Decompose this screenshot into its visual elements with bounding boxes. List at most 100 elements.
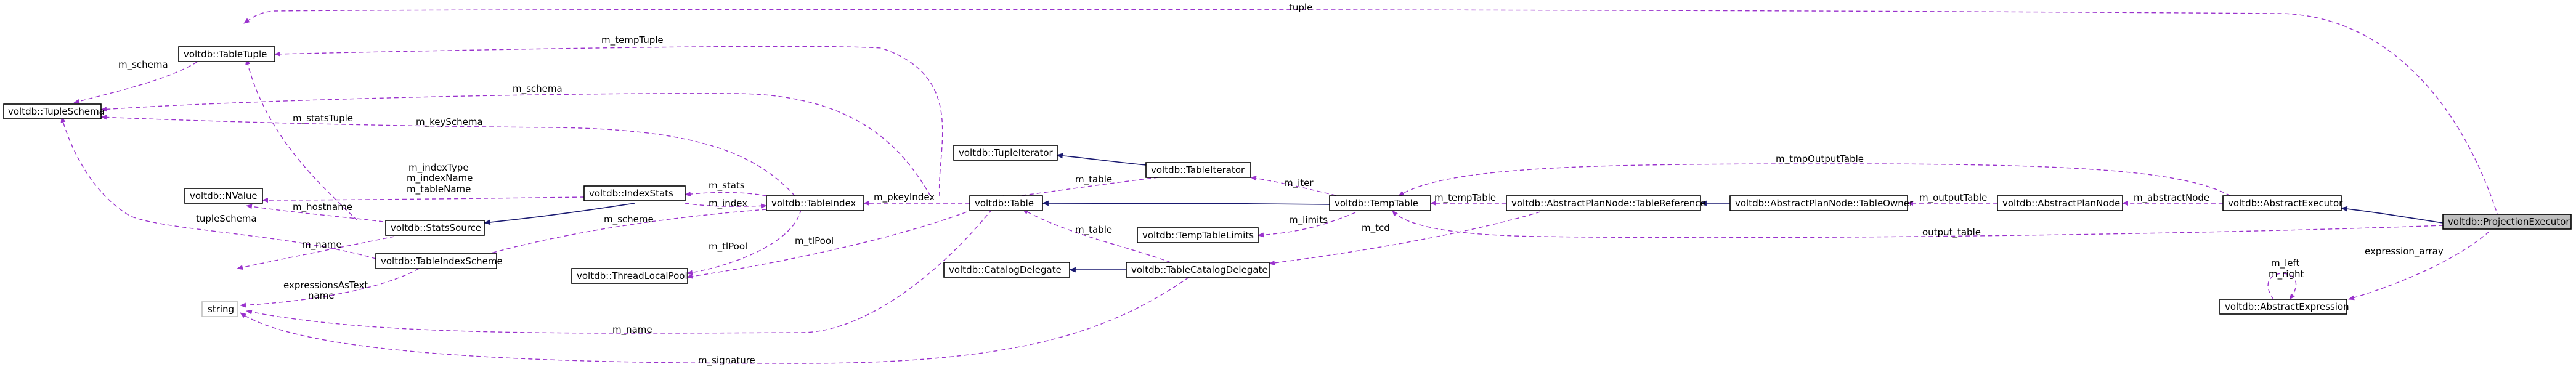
edge-label-m-left: m_left bbox=[2271, 257, 2300, 269]
edge-label-m-tablename: m_tableName bbox=[407, 184, 471, 195]
node-table-iterator[interactable]: voltdb::TableIterator bbox=[1145, 162, 1251, 178]
node-abstract-executor[interactable]: voltdb::AbstractExecutor bbox=[2222, 195, 2343, 211]
node-label-tuple-schema: voltdb::TupleSchema bbox=[8, 106, 105, 117]
edges: tuple m_schema m_tempTuple m_schema m_st… bbox=[60, 2, 2499, 366]
edge-label-m-abstractnode: m_abstractNode bbox=[2134, 192, 2209, 204]
edge-label-m-tlpool-1: m_tlPool bbox=[709, 241, 747, 253]
edge-label-expressionsastext: expressionsAsText bbox=[283, 280, 368, 291]
edge-output-table bbox=[1392, 210, 2444, 238]
edge-m-index bbox=[685, 203, 767, 209]
edge-inherit-projection-abstractexecutor bbox=[2340, 206, 2444, 224]
edge-label-m-tmpoutputtable: m_tmpOutputTable bbox=[1776, 153, 1864, 165]
edge-label-m-signature: m_signature bbox=[698, 355, 755, 366]
node-label-table-owner: voltdb::AbstractPlanNode::TableOwner bbox=[1735, 198, 1914, 209]
node-abstract-expression[interactable]: voltdb::AbstractExpression bbox=[2219, 299, 2349, 315]
node-label-table-iterator: voltdb::TableIterator bbox=[1151, 164, 1245, 176]
node-string[interactable]: string bbox=[201, 301, 238, 317]
edge-label-m-stats: m_stats bbox=[709, 180, 745, 192]
edge-m-scheme bbox=[471, 209, 767, 260]
edge-label-m-temptuple: m_tempTuple bbox=[601, 34, 664, 46]
node-table-owner[interactable]: voltdb::AbstractPlanNode::TableOwner bbox=[1729, 195, 1914, 211]
edge-m-name-table bbox=[246, 209, 993, 334]
node-projection-executor[interactable]: voltdb::ProjectionExecutor bbox=[2442, 214, 2572, 230]
nodes: voltdb::TableTuple voltdb::TupleSchema v… bbox=[3, 46, 2572, 317]
edge-m-schema-tabletuple bbox=[73, 57, 204, 104]
node-table[interactable]: voltdb::Table bbox=[969, 195, 1043, 211]
node-index-stats[interactable]: voltdb::IndexStats bbox=[583, 185, 686, 201]
edge-label-m-limits: m_limits bbox=[1289, 214, 1328, 226]
edge-m-name-statssource bbox=[237, 236, 395, 270]
node-table-tuple[interactable]: voltdb::TableTuple bbox=[178, 46, 275, 62]
edge-label-m-indextype: m_indexType bbox=[408, 162, 469, 174]
edge-m-statstuple bbox=[245, 59, 358, 221]
edge-tupleschema bbox=[60, 116, 376, 259]
edge-indexstats-nvalue bbox=[262, 196, 585, 203]
node-label-thread-local-pool: voltdb::ThreadLocalPool bbox=[577, 270, 688, 281]
edge-label-expression-array: expression_array bbox=[2365, 246, 2444, 257]
edge-m-keyschema bbox=[100, 115, 795, 196]
node-stats-source[interactable]: voltdb::StatsSource bbox=[385, 220, 485, 236]
node-label-stats-source: voltdb::StatsSource bbox=[391, 222, 481, 233]
edge-m-tlpool-table bbox=[686, 209, 974, 279]
node-label-table-index-scheme: voltdb::TableIndexScheme bbox=[381, 256, 503, 267]
edge-label-m-right: m_right bbox=[2269, 269, 2304, 280]
edge-label-m-schema-mid: m_schema bbox=[513, 83, 563, 95]
node-label-projection-executor: voltdb::ProjectionExecutor bbox=[2448, 216, 2570, 227]
node-thread-local-pool[interactable]: voltdb::ThreadLocalPool bbox=[571, 268, 688, 284]
edge-label-m-iter: m_iter bbox=[1284, 177, 1314, 189]
edge-label-m-tlpool-2: m_tlPool bbox=[795, 235, 834, 247]
edge-label-m-scheme: m_scheme bbox=[604, 214, 654, 225]
node-label-tuple-iterator: voltdb::TupleIterator bbox=[959, 147, 1054, 158]
edge-label-m-table-tcd: m_table bbox=[1075, 224, 1112, 236]
edge-label-m-outputtable: m_outputTable bbox=[1919, 192, 1987, 204]
node-temp-table-limits[interactable]: voltdb::TempTableLimits bbox=[1137, 227, 1259, 243]
node-abstract-plan-node[interactable]: voltdb::AbstractPlanNode bbox=[1997, 195, 2123, 211]
node-catalog-delegate[interactable]: voltdb::CatalogDelegate bbox=[943, 262, 1070, 278]
node-label-nvalue: voltdb::NValue bbox=[190, 190, 258, 201]
edge-label-m-tcd: m_tcd bbox=[1362, 222, 1390, 234]
node-table-index[interactable]: voltdb::TableIndex bbox=[766, 195, 864, 211]
edge-m-schema-table bbox=[100, 93, 931, 196]
node-label-table-reference: voltdb::AbstractPlanNode::TableReference bbox=[1511, 198, 1706, 209]
edge-label-m-statstuple: m_statsTuple bbox=[293, 113, 353, 124]
edge-m-stats bbox=[685, 192, 767, 197]
node-table-catalog-delegate[interactable]: voltdb::TableCatalogDelegate bbox=[1126, 262, 1270, 278]
edge-inherit-temptable-table bbox=[1041, 200, 1330, 206]
node-label-string: string bbox=[208, 304, 234, 315]
edge-m-signature bbox=[240, 277, 1190, 364]
edge-label-name: name bbox=[308, 290, 335, 301]
edge-m-tmpoutputtable bbox=[1398, 163, 2231, 196]
node-label-catalog-delegate: voltdb::CatalogDelegate bbox=[949, 264, 1062, 275]
edge-label-tuple: tuple bbox=[1289, 2, 1312, 13]
edge-label-m-indexname: m_indexName bbox=[407, 172, 473, 184]
node-label-table-index: voltdb::TableIndex bbox=[771, 198, 856, 209]
edge-inherit-indexstats-statssource bbox=[483, 203, 635, 225]
edge-m-tcd bbox=[1269, 211, 1541, 265]
node-label-abstract-plan-node: voltdb::AbstractPlanNode bbox=[2002, 198, 2120, 209]
node-table-index-scheme[interactable]: voltdb::TableIndexScheme bbox=[375, 253, 503, 269]
edge-m-iter bbox=[1250, 176, 1344, 198]
node-label-abstract-expression: voltdb::AbstractExpression bbox=[2225, 301, 2349, 312]
edge-label-m-keyschema: m_keySchema bbox=[416, 116, 483, 128]
edge-label-m-index: m_index bbox=[709, 198, 747, 209]
node-tuple-schema[interactable]: voltdb::TupleSchema bbox=[3, 103, 105, 119]
node-tuple-iterator[interactable]: voltdb::TupleIterator bbox=[953, 145, 1058, 161]
node-label-table-catalog-delegate: voltdb::TableCatalogDelegate bbox=[1131, 264, 1268, 275]
node-label-temp-table: voltdb::TempTable bbox=[1335, 198, 1418, 209]
node-temp-table[interactable]: voltdb::TempTable bbox=[1329, 195, 1431, 211]
edge-m-hostname bbox=[246, 204, 384, 222]
edge-label-m-pkeyindex: m_pkeyIndex bbox=[874, 192, 935, 203]
edge-m-table-tcd bbox=[1022, 209, 1171, 263]
node-nvalue[interactable]: voltdb::NValue bbox=[184, 188, 263, 204]
edge-label-m-hostname: m_hostname bbox=[293, 201, 352, 213]
edge-label-m-schema-top: m_schema bbox=[118, 59, 168, 71]
edge-label-m-temptable: m_tempTable bbox=[1434, 192, 1496, 204]
node-label-table-tuple: voltdb::TableTuple bbox=[184, 49, 267, 60]
edge-tuple bbox=[243, 9, 2499, 218]
node-label-index-stats: voltdb::IndexStats bbox=[589, 188, 673, 199]
edge-expressionsastext bbox=[240, 268, 420, 308]
node-table-reference[interactable]: voltdb::AbstractPlanNode::TableReference bbox=[1506, 195, 1706, 211]
edge-inherit-tableiterator-tupleiterator bbox=[1055, 153, 1147, 166]
edge-label-m-name-table: m_name bbox=[612, 324, 652, 336]
